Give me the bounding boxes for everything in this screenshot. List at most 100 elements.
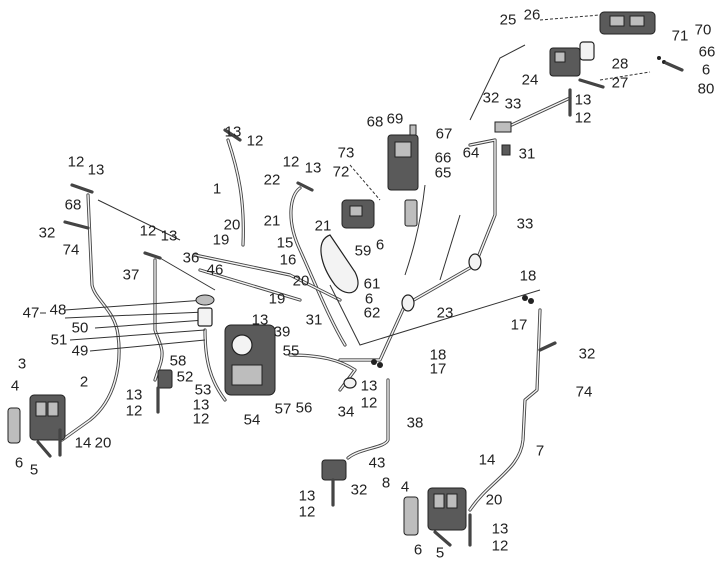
part-label-74: 74 <box>62 241 80 259</box>
part-label-20: 20 <box>485 491 503 509</box>
part-label-67: 67 <box>435 125 453 143</box>
part-label-32: 32 <box>482 89 500 107</box>
part-label-24: 24 <box>521 71 539 89</box>
master-cylinder-port <box>231 334 253 356</box>
clip-31 <box>501 144 511 156</box>
part-label-13: 13 <box>160 227 178 245</box>
part-label-48: 48 <box>49 301 67 319</box>
part-label-13: 13 <box>491 520 509 538</box>
part-label-36: 36 <box>182 249 200 267</box>
part-label-12: 12 <box>282 153 300 171</box>
part-label-52: 52 <box>176 368 194 386</box>
part-label-46: 46 <box>206 261 224 279</box>
valve-43 <box>321 459 347 481</box>
part-label-80: 80 <box>697 80 715 98</box>
part-label-21: 21 <box>314 217 332 235</box>
part-label-19: 19 <box>268 290 286 308</box>
clip-34 <box>343 377 357 389</box>
part-label-14: 14 <box>74 434 92 452</box>
part-label-18: 18 <box>429 346 447 364</box>
part-label-23: 23 <box>436 304 454 322</box>
part-label-53: 53 <box>194 381 212 399</box>
part-label-5: 5 <box>435 544 445 562</box>
part-label-20: 20 <box>292 272 310 290</box>
part-label-21: 21 <box>263 212 281 230</box>
part-label-16: 16 <box>279 251 297 269</box>
part-label-8: 8 <box>381 474 391 492</box>
part-label-59: 59 <box>354 242 372 260</box>
part-label-19: 19 <box>212 231 230 249</box>
part-label-6: 6 <box>14 454 24 472</box>
part-label-34: 34 <box>337 403 355 421</box>
part-label-13: 13 <box>192 396 210 414</box>
part-label-61: 61 <box>363 275 381 293</box>
right-brake-pad <box>403 496 419 536</box>
part-label-32: 32 <box>578 345 596 363</box>
part-label-17: 17 <box>429 360 447 378</box>
part-label-5: 5 <box>29 461 39 479</box>
part-label-73: 73 <box>337 144 355 162</box>
part-label-37: 37 <box>122 266 140 284</box>
part-label-39: 39 <box>273 323 291 341</box>
part-label-50: 50 <box>71 319 89 337</box>
hose-7 <box>468 308 542 512</box>
part-label-12: 12 <box>491 537 509 555</box>
part-label-31: 31 <box>518 145 536 163</box>
part-label-33: 33 <box>516 215 534 233</box>
part-label-22: 22 <box>263 171 281 189</box>
part-label-14: 14 <box>478 451 496 469</box>
part-label-13: 13 <box>125 386 143 404</box>
bracket-33 <box>494 121 512 133</box>
parts <box>7 11 684 547</box>
part-label-74: 74 <box>575 383 593 401</box>
part-label-13: 13 <box>87 161 105 179</box>
pedal-67 <box>409 124 417 136</box>
part-label-13: 13 <box>574 91 592 109</box>
part-label-18: 18 <box>519 267 537 285</box>
part-label-2: 2 <box>79 373 89 391</box>
reservoir-50 <box>197 307 213 327</box>
part-label-57: 57 <box>274 400 292 418</box>
part-label-49: 49 <box>71 342 89 360</box>
part-label-4: 4 <box>10 377 20 395</box>
grommet-23a <box>401 294 415 312</box>
part-label-12: 12 <box>246 132 264 150</box>
part-label-33: 33 <box>504 95 522 113</box>
part-label-54: 54 <box>243 411 261 429</box>
part-label-13: 13 <box>304 159 322 177</box>
part-label-43: 43 <box>368 454 386 472</box>
leader-lines <box>40 14 651 352</box>
part-label-12: 12 <box>192 410 210 428</box>
part-label-38: 38 <box>406 414 424 432</box>
part-label-6: 6 <box>364 290 374 308</box>
part-label-7: 7 <box>535 442 545 460</box>
part-label-1: 1 <box>212 180 222 198</box>
grommet-23b <box>468 253 482 271</box>
part-label-12: 12 <box>574 109 592 127</box>
part-label-32: 32 <box>38 224 56 242</box>
part-label-15: 15 <box>276 234 294 252</box>
part-label-12: 12 <box>298 503 316 521</box>
part-label-12: 12 <box>125 402 143 420</box>
reservoir-cap-48 <box>195 294 215 306</box>
part-label-13: 13 <box>298 487 316 505</box>
part-label-12: 12 <box>67 153 85 171</box>
part-label-13: 13 <box>360 377 378 395</box>
bracket-61 <box>320 234 359 294</box>
valve-left <box>157 369 173 389</box>
part-label-65: 65 <box>434 164 452 182</box>
part-label-20: 20 <box>223 216 241 234</box>
part-label-6: 6 <box>701 61 711 79</box>
part-label-71: 71 <box>671 27 689 45</box>
part-label-25: 25 <box>499 11 517 29</box>
part-label-69: 69 <box>386 110 404 128</box>
part-label-20: 20 <box>94 434 112 452</box>
part-label-12: 12 <box>139 222 157 240</box>
part-label-17: 17 <box>510 316 528 334</box>
part-label-58: 58 <box>169 352 187 370</box>
part-label-70: 70 <box>694 21 712 39</box>
part-label-26: 26 <box>523 6 541 24</box>
part-label-66: 66 <box>434 149 452 167</box>
